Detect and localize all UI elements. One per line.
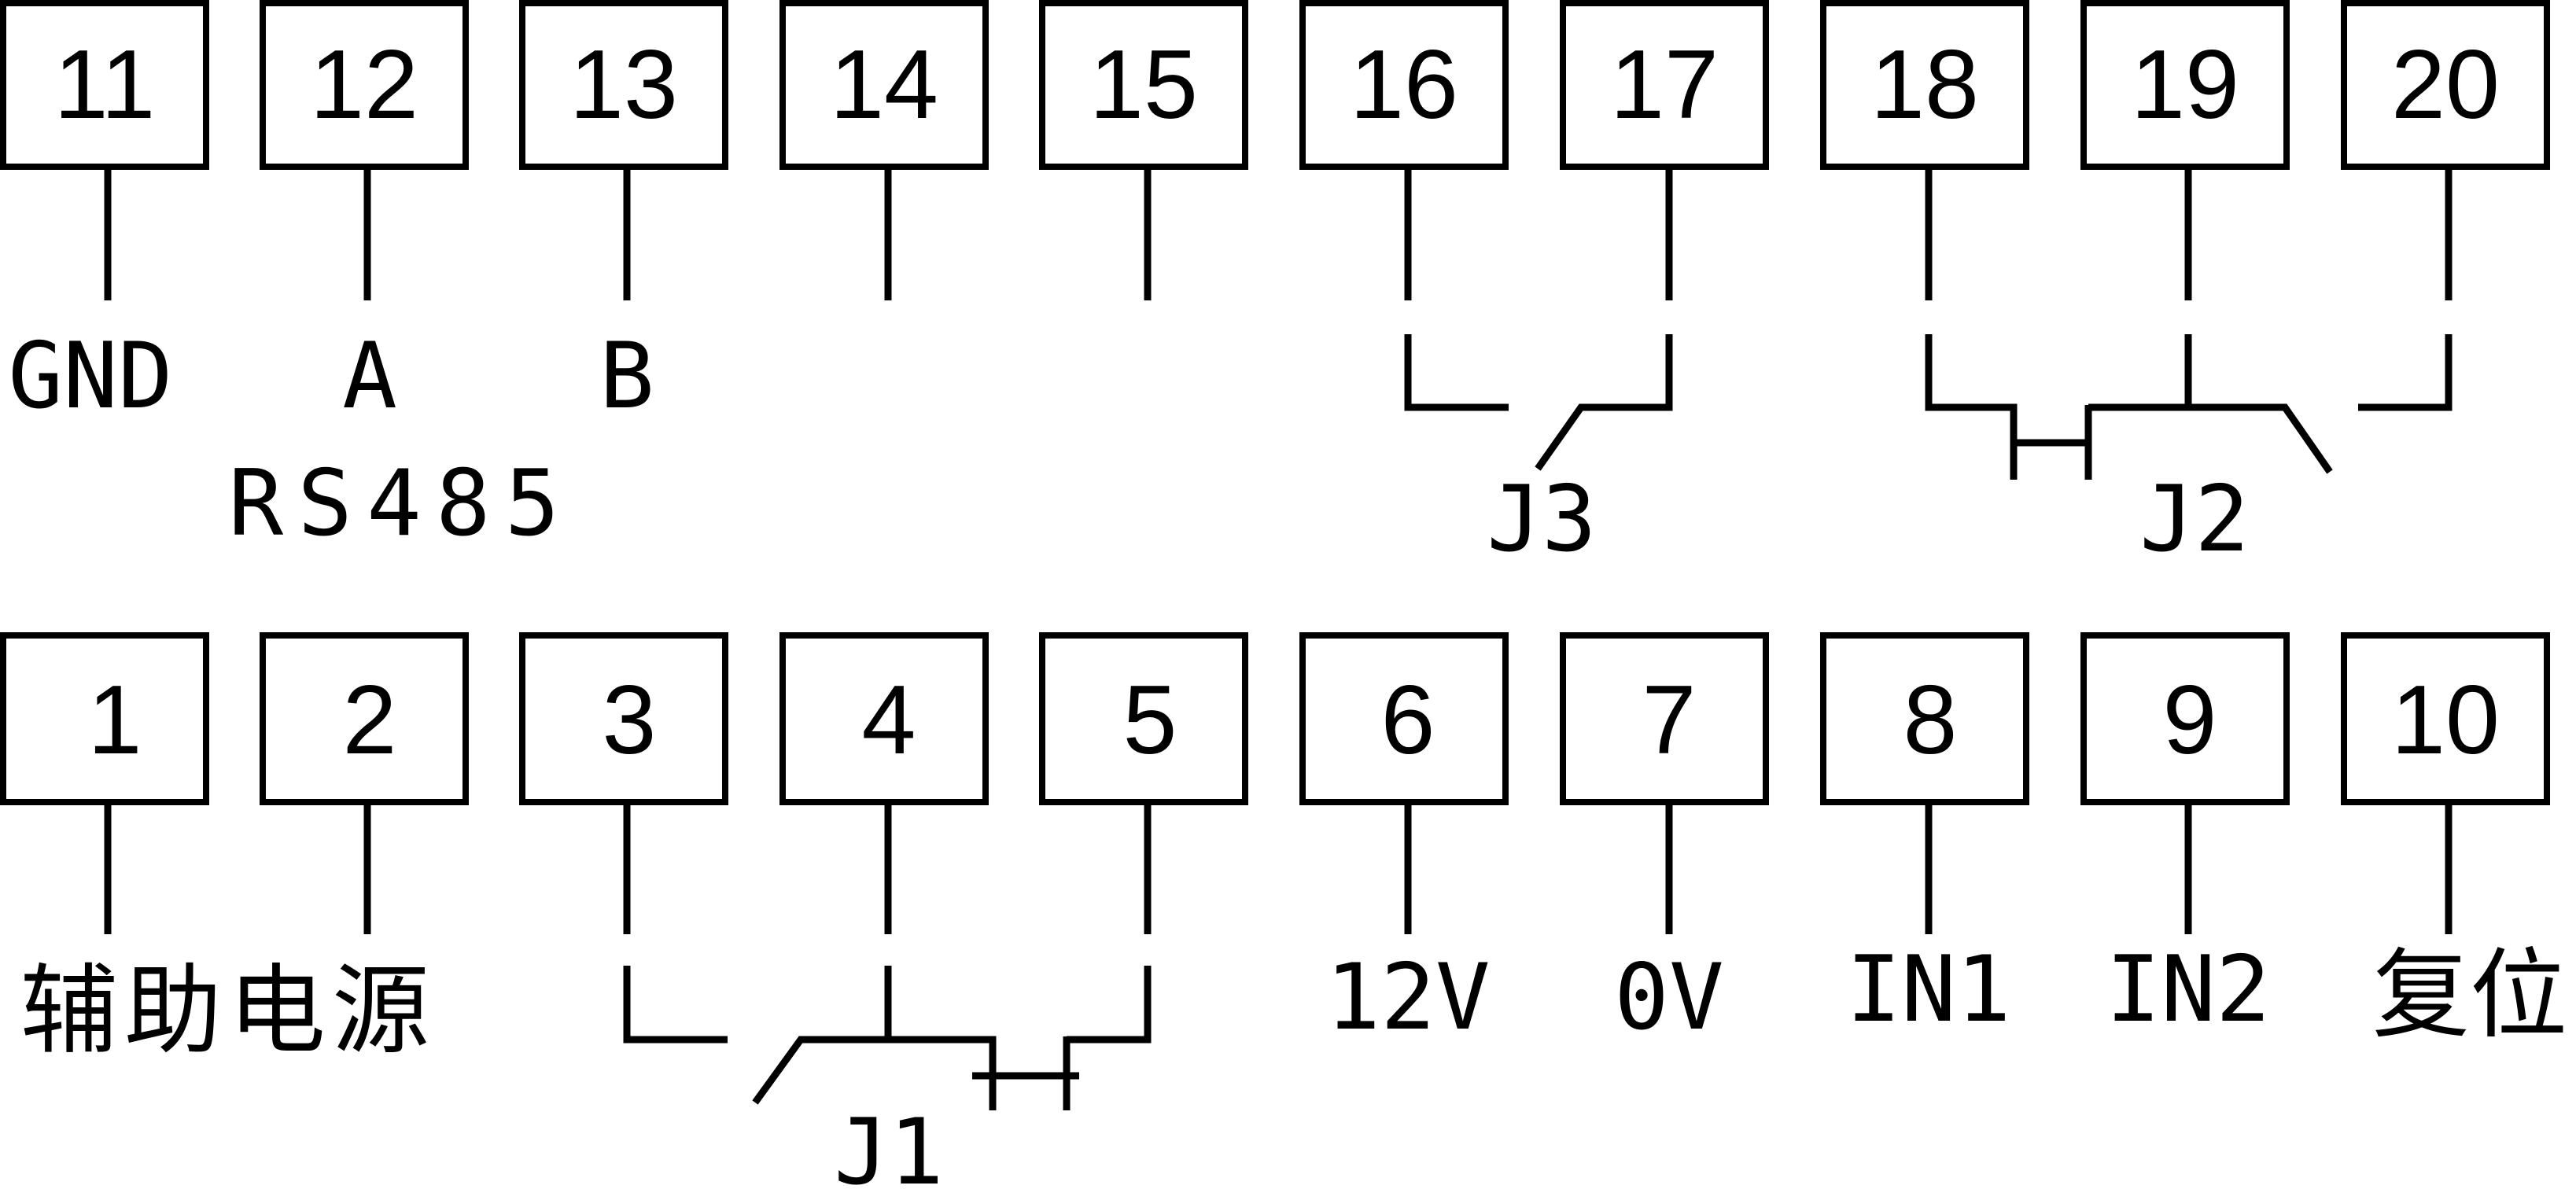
terminal-16-number: 16 [1350,31,1458,139]
terminal-17: 17 [1560,0,1769,300]
rs485-a-label: A [342,323,397,429]
terminal-6: 6 [1299,632,1509,934]
terminal-1-number: 1 [88,666,142,775]
terminal-4: 4 [779,632,989,934]
terminal-12: 12 [260,0,469,300]
gnd-label: GND [8,323,173,429]
terminal-2-number: 2 [343,666,397,775]
in1-label: IN1 [1846,937,2011,1043]
terminal-17-number: 17 [1610,31,1719,139]
relay-j2-symbol [1925,334,2453,480]
terminal-13-number: 13 [569,31,678,139]
terminal-10-number: 10 [2391,666,2500,775]
aux-power-label: 辅助电源 [20,955,436,1068]
terminal-14: 14 [779,0,989,300]
terminal-19-number: 19 [2131,31,2239,139]
terminal-5: 5 [1039,632,1248,934]
terminal-11: 11 [0,0,209,300]
terminal-18-number: 18 [1870,31,1979,139]
terminal-2: 2 [260,632,469,934]
terminal-3-number: 3 [603,666,657,775]
relay-j1-label: J1 [834,1099,944,1189]
terminal-9: 9 [2080,632,2290,934]
rs485-b-label: B [599,323,654,429]
relay-j2-label: J2 [2139,466,2250,572]
terminal-12-number: 12 [310,31,418,139]
terminal-14-number: 14 [830,31,938,139]
relay-j3-symbol [1404,334,1673,471]
relay-j3-label: J3 [1487,466,1597,572]
terminal-18: 18 [1820,0,2029,300]
terminal-19: 19 [2080,0,2290,300]
0v-label: 0V [1614,944,1724,1051]
terminal-11-number: 11 [54,31,156,139]
terminal-15-number: 15 [1089,31,1198,139]
terminal-3: 3 [519,632,728,934]
terminal-13: 13 [519,0,728,300]
terminal-row-bottom: 1 2 3 4 5 6 7 [0,632,2550,934]
relay-j1-symbol [623,966,1152,1110]
in2-label: IN2 [2106,937,2271,1043]
terminal-5-number: 5 [1123,666,1177,775]
terminal-9-number: 9 [2163,666,2217,775]
terminal-10: 10 [2341,632,2550,934]
terminal-15: 15 [1039,0,1248,300]
terminal-8-number: 8 [1903,666,1958,775]
terminal-4-number: 4 [862,666,916,775]
terminal-1: 1 [0,632,209,934]
terminal-8: 8 [1820,632,2029,934]
terminal-20: 20 [2341,0,2550,300]
terminal-20-number: 20 [2391,31,2500,139]
terminal-7-number: 7 [1642,666,1697,775]
terminal-row-top: 11 12 13 14 15 16 17 [0,0,2550,300]
terminal-16: 16 [1299,0,1509,300]
reset-label: 复位 [2372,939,2567,1052]
12v-label: 12V [1325,944,1491,1051]
rs485-label: RS485 [228,451,573,557]
terminal-6-number: 6 [1381,666,1435,775]
terminal-7: 7 [1560,632,1769,934]
